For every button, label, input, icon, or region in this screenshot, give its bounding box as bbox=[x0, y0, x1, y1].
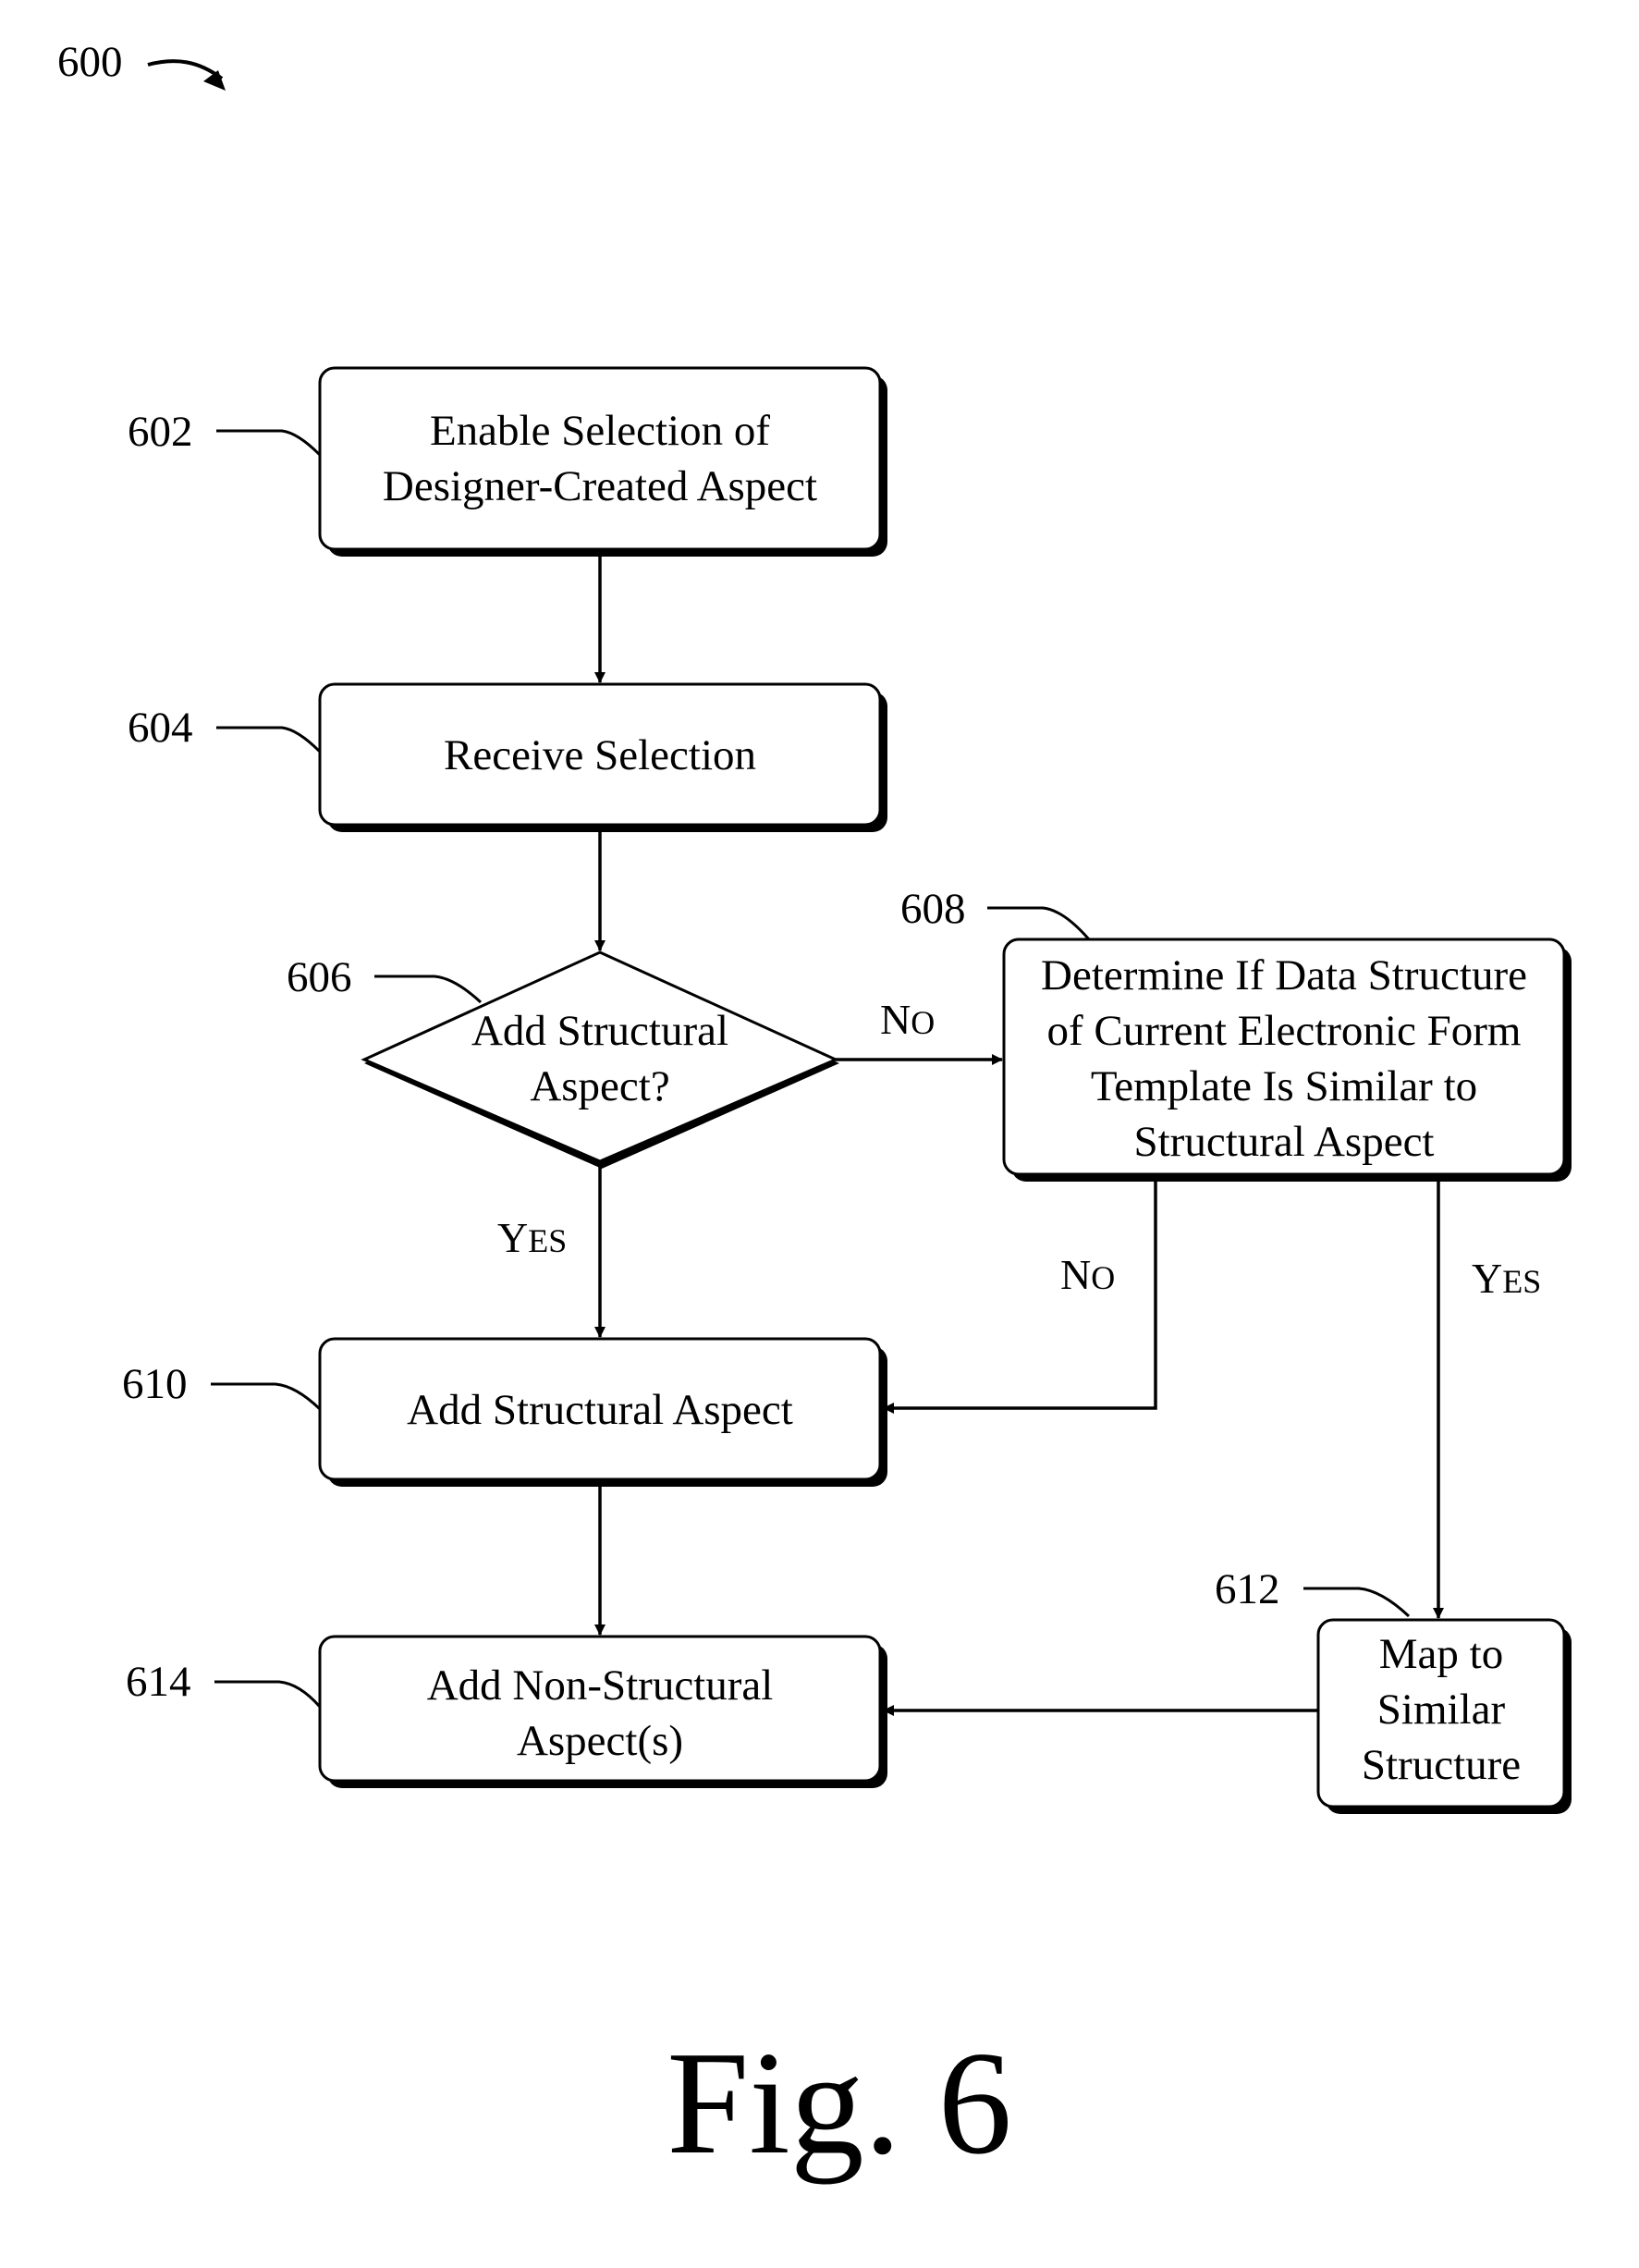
box-602-line-1: Enable Selection of bbox=[430, 407, 770, 455]
box-outline bbox=[1316, 1618, 1566, 1808]
box-outline bbox=[318, 1635, 882, 1783]
ref-label-608: 608 bbox=[900, 885, 966, 933]
edge-label-608-612: YES bbox=[1472, 1255, 1541, 1302]
diagram-ref-label: 600 bbox=[57, 38, 123, 86]
ref-label-606: 606 bbox=[287, 953, 352, 1001]
box-612-line-1: Map to bbox=[1379, 1630, 1503, 1678]
ref-leader-612 bbox=[1303, 1587, 1411, 1618]
diamond-outline bbox=[361, 950, 839, 1163]
box-612-line-2: Similar bbox=[1377, 1686, 1506, 1734]
box-612-line-3: Structure bbox=[1362, 1741, 1521, 1789]
process-box-602: Enable Selection of Designer-Created Asp… bbox=[318, 366, 887, 557]
box-602-line-2: Designer-Created Aspect bbox=[383, 462, 817, 510]
ref-leader-606 bbox=[374, 975, 483, 1004]
box-608-line-4: Structural Aspect bbox=[1133, 1118, 1434, 1166]
edge-label-606-610: YES bbox=[497, 1214, 567, 1261]
box-610-line-1: Add Structural Aspect bbox=[407, 1386, 793, 1434]
diamond-606-line-2: Aspect? bbox=[530, 1062, 669, 1110]
box-608-line-3: Template Is Similar to bbox=[1091, 1062, 1477, 1110]
box-614-line-2: Aspect(s) bbox=[517, 1717, 683, 1765]
process-box-604: Receive Selection bbox=[318, 682, 887, 832]
ref-label-604: 604 bbox=[128, 704, 193, 752]
process-box-608: Determine If Data Structure of Current E… bbox=[1002, 938, 1572, 1182]
ref-leader-604 bbox=[216, 726, 322, 754]
figure-label: Fig. 6 bbox=[667, 2020, 1011, 2185]
ref-leader-614 bbox=[214, 1680, 322, 1708]
box-outline bbox=[318, 682, 882, 827]
box-604-line-1: Receive Selection bbox=[444, 731, 756, 779]
diamond-606-line-1: Add Structural bbox=[471, 1007, 728, 1055]
ref-label-610: 610 bbox=[122, 1360, 188, 1408]
ref-leader-610 bbox=[211, 1382, 322, 1411]
decision-diamond-606: Add Structural Aspect? bbox=[361, 950, 839, 1169]
edge-label-608-610: NO bbox=[1060, 1251, 1115, 1298]
ref-label-612: 612 bbox=[1215, 1565, 1280, 1613]
process-box-614: Add Non-Structural Aspect(s) bbox=[318, 1635, 887, 1788]
box-614-line-1: Add Non-Structural bbox=[427, 1661, 774, 1710]
process-box-612: Map to Similar Structure bbox=[1316, 1618, 1572, 1814]
ref-label-614: 614 bbox=[126, 1658, 191, 1706]
diagram-ref-arrowhead bbox=[203, 70, 226, 91]
ref-leader-602 bbox=[216, 429, 322, 457]
ref-label-602: 602 bbox=[128, 408, 193, 456]
box-608-line-1: Determine If Data Structure bbox=[1041, 951, 1527, 999]
box-outline bbox=[318, 366, 882, 551]
box-608-line-2: of Current Electronic Form bbox=[1047, 1007, 1522, 1055]
box-outline bbox=[1002, 938, 1566, 1176]
edge-608-to-610 bbox=[883, 1178, 1157, 1414]
process-box-610: Add Structural Aspect bbox=[318, 1337, 887, 1487]
ref-leader-608 bbox=[987, 906, 1091, 940]
edge-label-606-608: NO bbox=[880, 996, 935, 1043]
